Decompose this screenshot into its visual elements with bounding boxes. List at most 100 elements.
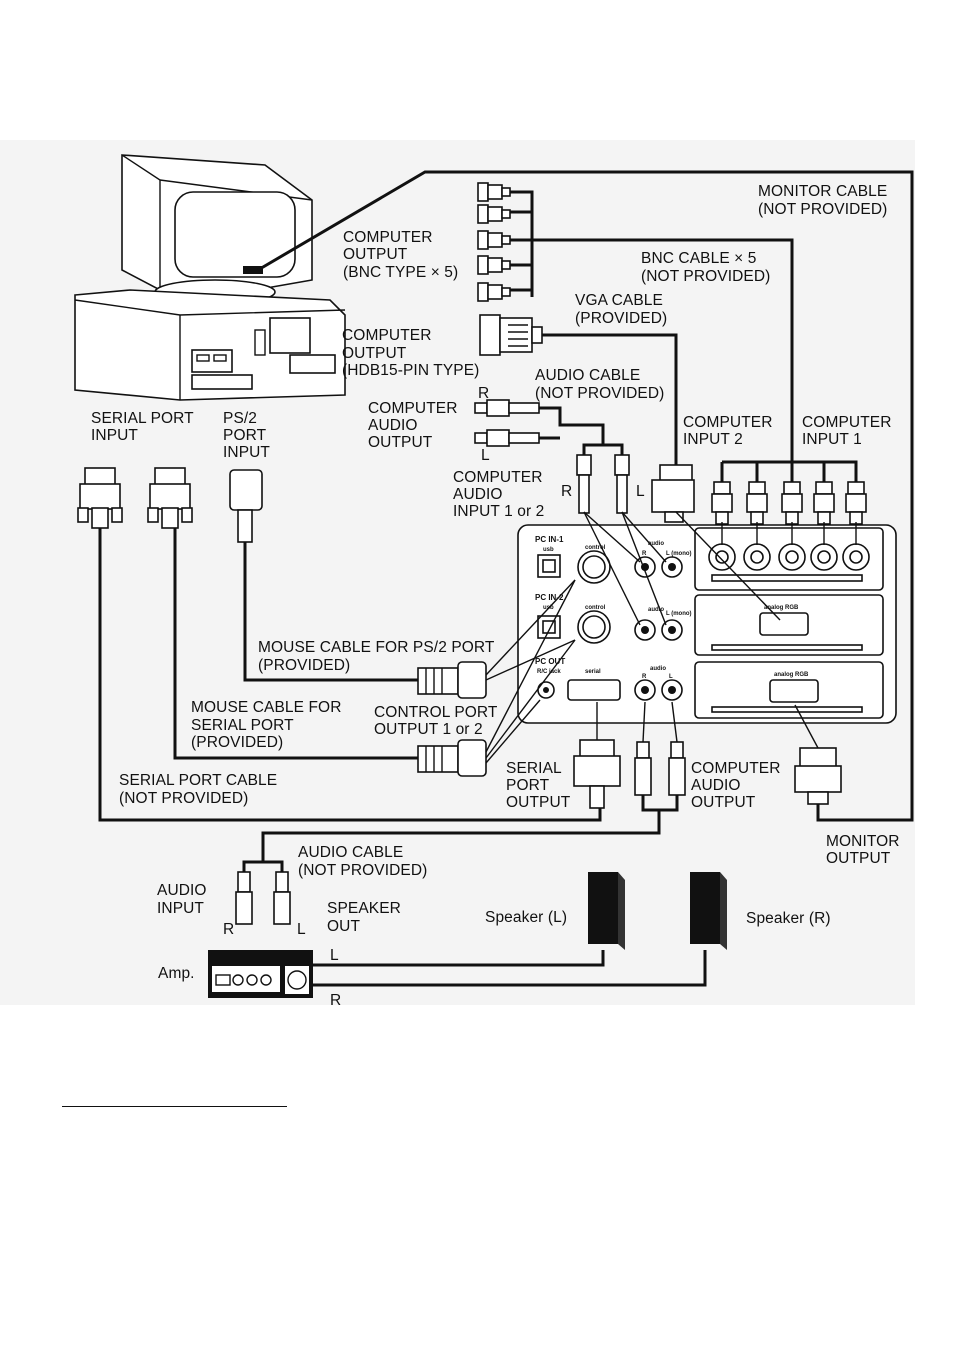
- rca-plugs-amp-icon: [235, 871, 291, 925]
- diagram-labels: MONITOR CABLE (NOT PROVIDED) COMPUTER OU…: [91, 183, 900, 1009]
- speaker-left-icon: [588, 872, 625, 950]
- label-bnc-cable-sub: (NOT PROVIDED): [641, 268, 770, 285]
- label-ps2-port-input: PS/2: [223, 410, 257, 427]
- panel-r-3: R: [642, 674, 647, 680]
- label-monitor-output: MONITOR: [826, 833, 900, 850]
- label-r-input: R: [561, 483, 572, 500]
- label-ps2-port-input-3: INPUT: [223, 444, 270, 461]
- label-r-top: R: [478, 385, 489, 402]
- panel-lmono-1: L (mono): [666, 551, 692, 557]
- label-r-amp: R: [223, 921, 234, 938]
- serial-plug-left-icon: [77, 467, 193, 529]
- cable-lines: [98, 170, 914, 987]
- label-audio-cable-bottom: AUDIO CABLE: [298, 844, 403, 861]
- label-ps2-port-input-2: PORT: [223, 427, 267, 444]
- panel-control-1: control: [585, 545, 606, 551]
- panel-audio-2: audio: [648, 607, 664, 613]
- projector-panel: PC IN-1 usb control audio R L (mono) PC …: [517, 524, 897, 724]
- panel-bnc-jack-icon: [778, 543, 806, 571]
- label-mouse-cable-ps2: MOUSE CABLE FOR PS/2 PORT: [258, 639, 495, 656]
- label-computer-output-bnc: COMPUTER: [343, 229, 433, 246]
- label-speaker-out: SPEAKER: [327, 900, 401, 917]
- ps2-plug-icon: [229, 469, 263, 543]
- label-speaker-out-2: OUT: [327, 918, 360, 935]
- panel-audio-1: audio: [648, 541, 664, 547]
- label-r-speaker-line: R: [330, 992, 341, 1009]
- label-computer-input-2: COMPUTER: [683, 414, 773, 431]
- bnc-connector-icon: [477, 282, 511, 302]
- label-computer-output-hdb-2: OUTPUT: [342, 345, 407, 362]
- serial-port-output-plug-icon: [573, 739, 621, 809]
- label-audio-cable-bottom-sub: (NOT PROVIDED): [298, 862, 427, 879]
- label-computer-output-hdb-3: (HDB15-PIN TYPE): [342, 362, 479, 379]
- label-vga-cable-sub: (PROVIDED): [575, 310, 667, 327]
- vga-connector-icon: [479, 314, 543, 356]
- label-computer-audio-output-2: AUDIO: [691, 777, 741, 794]
- label-monitor-output-2: OUTPUT: [826, 850, 891, 867]
- label-computer-input-1: COMPUTER: [802, 414, 892, 431]
- label-computer-output-hdb: COMPUTER: [342, 327, 432, 344]
- label-computer-audio-output: COMPUTER: [691, 760, 781, 777]
- label-mouse-cable-serial: MOUSE CABLE FOR: [191, 699, 342, 716]
- connection-arrows: [485, 511, 857, 764]
- label-amp: Amp.: [158, 965, 195, 982]
- panel-pc-out: PC OUT: [535, 657, 565, 666]
- label-computer-audio-input-2: AUDIO: [453, 486, 503, 503]
- panel-lmono-2: L (mono): [666, 611, 692, 617]
- footnote-rule: [62, 1106, 287, 1107]
- bnc-connector-icon: [477, 255, 511, 275]
- monitor-output-plug-icon: [794, 747, 842, 805]
- panel-analog-rgb-2: analog RGB: [774, 672, 809, 678]
- panel-pc-in-2: PC IN-2: [535, 593, 564, 602]
- vga-plug-input2-icon: [651, 464, 695, 523]
- label-computer-input-1-sub: INPUT 1: [802, 431, 862, 448]
- panel-usb-1: usb: [543, 547, 554, 553]
- label-serial-port-cable: SERIAL PORT CABLE: [119, 772, 277, 789]
- label-serial-port-output: SERIAL: [506, 760, 562, 777]
- rca-plugs-input-icon: [576, 454, 630, 514]
- panel-control-2: control: [585, 605, 606, 611]
- bnc-connector-icon: [477, 204, 511, 224]
- panel-audio-3: audio: [650, 666, 666, 672]
- bnc-connector-icon: [477, 182, 511, 202]
- label-bnc-cable: BNC CABLE × 5: [641, 250, 756, 267]
- panel-bnc-jack-icon: [810, 543, 838, 571]
- label-monitor-cable-sub: (NOT PROVIDED): [758, 201, 887, 218]
- label-computer-audio-input: COMPUTER: [453, 469, 543, 486]
- label-serial-port-cable-sub: (NOT PROVIDED): [119, 790, 248, 807]
- label-computer-audio-output-top: COMPUTER: [368, 400, 458, 417]
- label-mouse-cable-ps2-sub: (PROVIDED): [258, 657, 350, 674]
- panel-bnc-jack-icon: [743, 543, 771, 571]
- label-serial-port-output-2: PORT: [506, 777, 550, 794]
- bnc-connector-icon: [477, 230, 511, 250]
- bnc-plugs-input1-icon: [711, 481, 867, 525]
- panel-bnc-jack-icon: [708, 543, 736, 571]
- label-control-port-output-2: OUTPUT 1 or 2: [374, 721, 483, 738]
- label-l-input: L: [636, 483, 645, 500]
- label-audio-cable-top-sub: (NOT PROVIDED): [535, 385, 664, 402]
- label-computer-input-2-sub: INPUT 2: [683, 431, 743, 448]
- panel-bnc-jack-icon: [842, 543, 870, 571]
- computer-icon: [74, 154, 346, 401]
- label-computer-audio-input-3: INPUT 1 or 2: [453, 503, 544, 520]
- label-computer-audio-output-top-3: OUTPUT: [368, 434, 433, 451]
- label-audio-input-2: INPUT: [157, 900, 204, 917]
- label-speaker-left: Speaker (L): [485, 909, 567, 926]
- label-l-amp: L: [297, 921, 306, 938]
- panel-analog-rgb-1: analog RGB: [764, 605, 799, 611]
- speaker-right-icon: [690, 872, 727, 950]
- label-serial-port-output-3: OUTPUT: [506, 794, 571, 811]
- panel-serial: serial: [585, 669, 601, 675]
- panel-pc-in-1: PC IN-1: [535, 535, 564, 544]
- panel-r-1: R: [642, 551, 647, 557]
- label-l-speaker-line: L: [330, 947, 339, 964]
- label-speaker-right: Speaker (R): [746, 910, 831, 927]
- label-computer-audio-output-top-2: AUDIO: [368, 417, 418, 434]
- label-computer-output-bnc-2: OUTPUT: [343, 246, 408, 263]
- label-serial-port-input: SERIAL PORT: [91, 410, 194, 427]
- label-mouse-cable-serial-3: (PROVIDED): [191, 734, 283, 751]
- label-computer-audio-output-3: OUTPUT: [691, 794, 756, 811]
- label-computer-output-bnc-3: (BNC TYPE × 5): [343, 264, 458, 281]
- panel-l-3: L: [669, 674, 673, 680]
